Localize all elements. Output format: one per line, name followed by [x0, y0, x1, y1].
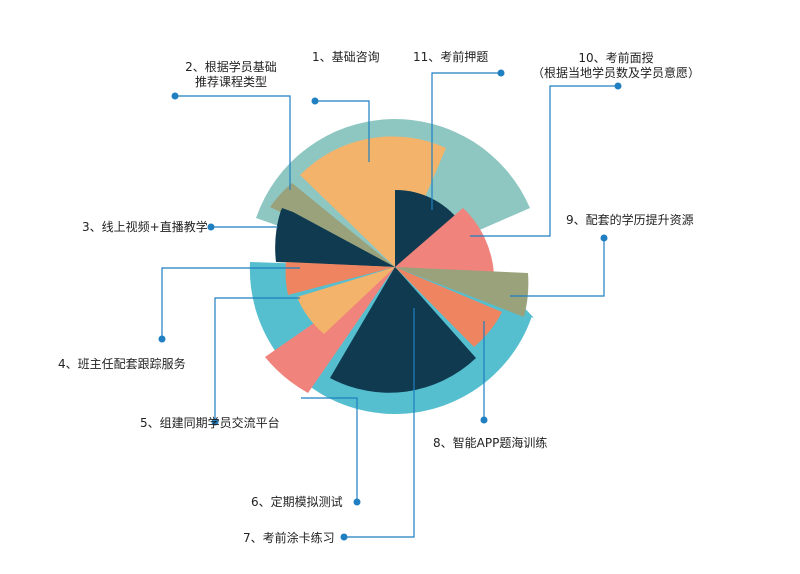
- label-2: 2、根据学员基础 推荐课程类型: [176, 60, 286, 90]
- sector-orange-left: [297, 267, 395, 334]
- dot-8: [480, 416, 488, 424]
- label-2-line1: 2、根据学员基础: [185, 60, 277, 74]
- sector-navy-bottom: [330, 267, 476, 393]
- sector-coral-right: [395, 267, 502, 347]
- dot-2: [171, 92, 179, 100]
- label-4: 4、班主任配套跟踪服务: [58, 357, 186, 371]
- dot-7: [340, 533, 348, 541]
- leader-line-4: [161, 267, 300, 339]
- dot-4: [158, 335, 166, 343]
- label-10-line1: 10、考前面授: [578, 51, 654, 65]
- sector-coral-left: [285, 262, 395, 295]
- sector-navy-top: [395, 189, 460, 267]
- label-8: 8、智能APP题海训练: [433, 436, 548, 450]
- leader-line-10: [470, 85, 618, 237]
- dot-10: [614, 82, 622, 90]
- leader-line-7: [344, 308, 415, 538]
- leader-line-5: [214, 297, 300, 422]
- sector-orange-top: [300, 136, 446, 267]
- leader-dots: [158, 69, 622, 541]
- label-7: 7、考前涂卡练习: [243, 531, 335, 545]
- leader-lines: [161, 72, 618, 538]
- label-2-line2: 推荐课程类型: [194, 75, 267, 89]
- label-10-line2: （根据当地学员数及学员意愿）: [531, 66, 700, 80]
- label-6: 6、定期模拟测试: [251, 495, 343, 509]
- dot-3: [207, 223, 215, 231]
- leader-line-2: [175, 95, 291, 190]
- dot-11: [497, 69, 505, 77]
- leader-line-9: [510, 238, 605, 297]
- sector-olive-right: [395, 267, 529, 317]
- label-11: 11、考前押题: [413, 50, 489, 64]
- label-10: 10、考前面授 （根据当地学员数及学员意愿）: [526, 51, 706, 81]
- leader-line-11: [431, 72, 501, 210]
- sector-olive-left: [270, 183, 395, 267]
- leader-line-6: [301, 397, 358, 502]
- dot-6: [353, 498, 361, 506]
- sector-salmon-left: [265, 267, 395, 393]
- sector-salmon-right: [395, 208, 494, 275]
- dot-1: [311, 97, 319, 105]
- label-9: 9、配套的学历提升资源: [566, 213, 694, 227]
- leader-line-1: [315, 100, 370, 162]
- sector-navy-left-fill: [275, 210, 395, 267]
- dot-9: [600, 234, 608, 242]
- label-3: 3、线上视频+直播教学: [82, 220, 208, 234]
- label-5: 5、组建同期学员交流平台: [140, 416, 280, 430]
- label-1: 1、基础咨询: [312, 50, 380, 64]
- dot-5: [211, 418, 219, 426]
